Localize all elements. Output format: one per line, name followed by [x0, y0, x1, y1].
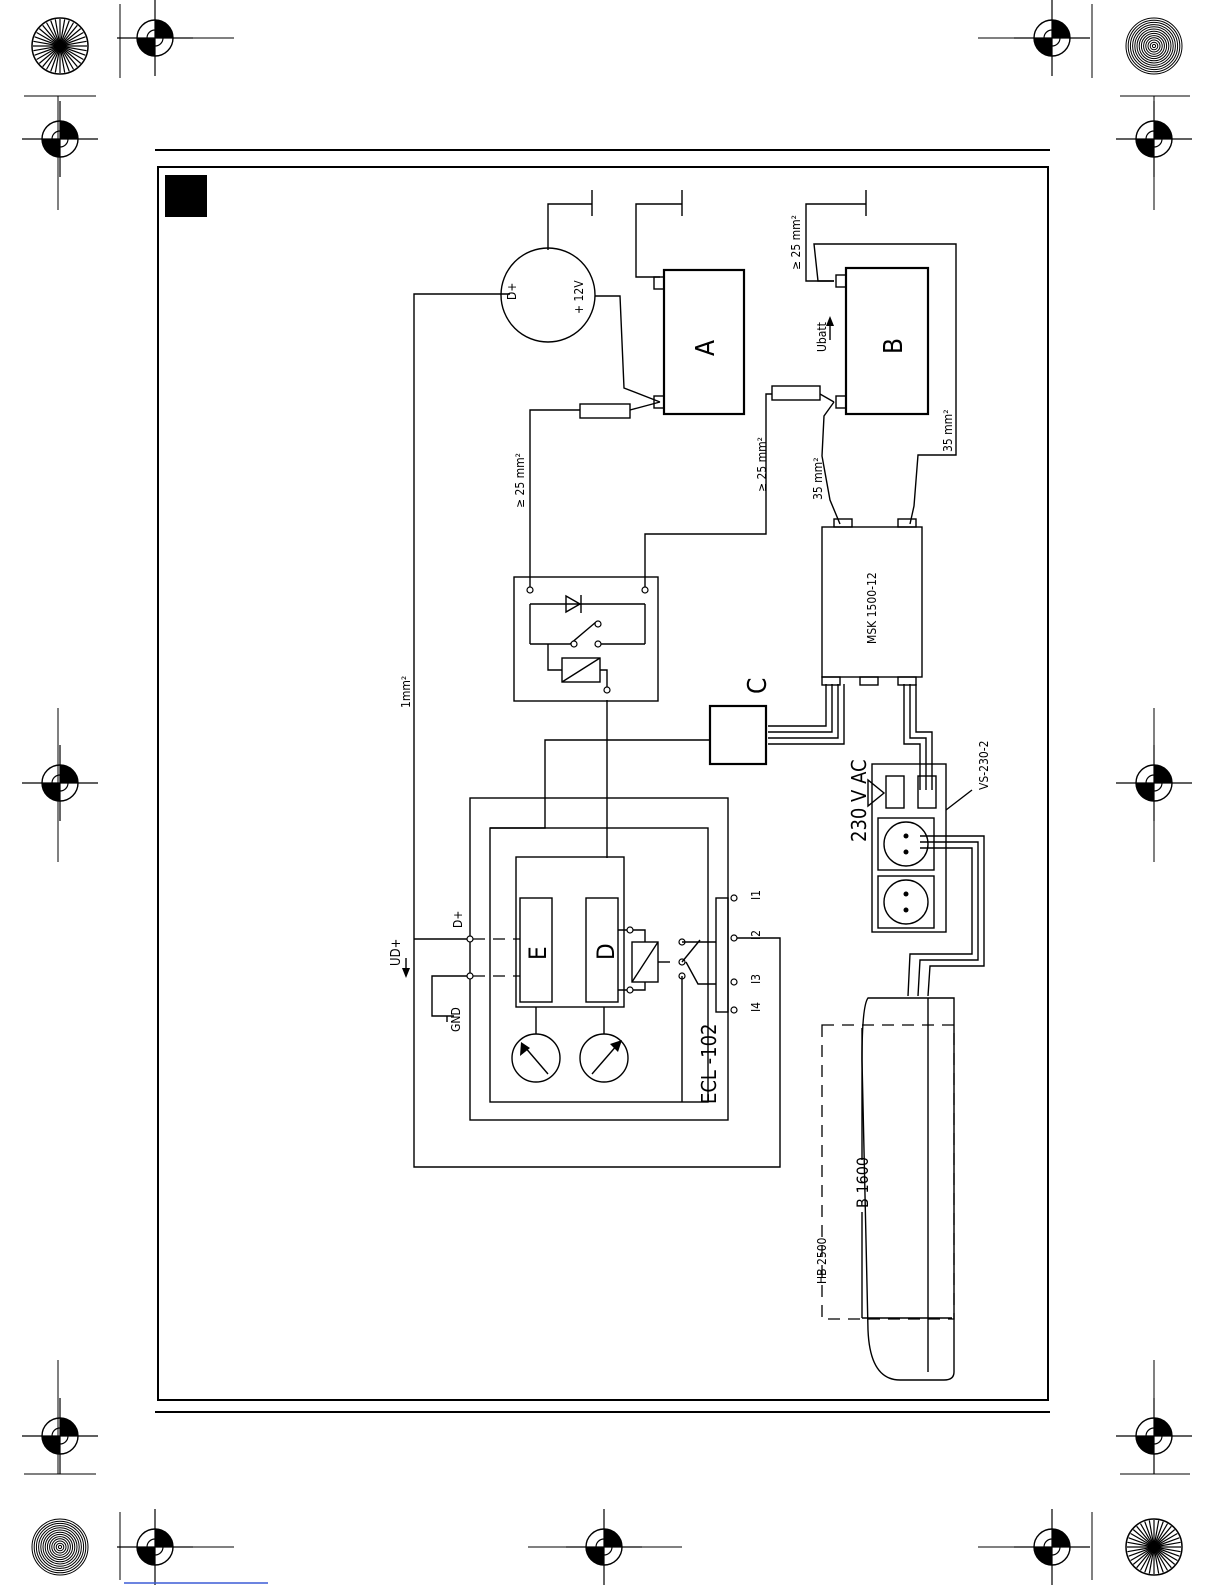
- module-d-label: D: [592, 943, 620, 960]
- terminal-i1-label: I1: [749, 890, 763, 900]
- wire-gauge-35-label: 35 mm²: [811, 457, 825, 500]
- alternator-12v-label: + 12V: [572, 280, 586, 314]
- terminal-i3-label: I3: [749, 974, 763, 984]
- starburst-mark-bottom-right: [1126, 1519, 1182, 1575]
- alternator: D+ + 12V: [501, 248, 595, 342]
- alternator-d-plus-label: D+: [505, 283, 519, 300]
- ud-plus-label: UD+: [389, 939, 404, 966]
- cooler-model-label: HB 2500: [815, 1237, 829, 1284]
- starburst-mark-top-left: [32, 18, 88, 74]
- controller-d-plus-label: D+: [451, 911, 465, 928]
- concentric-mark-top-right: [1126, 18, 1182, 74]
- gnd-label: GND: [449, 1007, 463, 1032]
- controller-ecl102: E D D+ UD+ GND: [389, 798, 763, 1120]
- battery-b-label: B: [879, 338, 909, 354]
- wire-gauge-35-label: 35 mm²: [941, 409, 955, 452]
- ubatt-label: Ubatt: [815, 322, 829, 352]
- charger-msk: MSK 1500-12: [822, 519, 922, 685]
- socket-model-label: VS-230-2: [977, 741, 991, 791]
- battery-a: A: [654, 270, 744, 414]
- unit-c: C: [710, 678, 773, 764]
- figure-frame: [158, 167, 1048, 1400]
- battery-b: B Ubatt: [815, 268, 928, 414]
- figure-number-block: [165, 175, 207, 217]
- unit-c-label: C: [743, 678, 773, 694]
- registration-mark: [22, 1398, 98, 1474]
- wire-gauge-25-label: ≥ 25 mm²: [513, 453, 527, 508]
- fuse-b: [772, 386, 820, 400]
- controller-model-label: ECL -102: [697, 1024, 721, 1105]
- battery-a-label: A: [691, 340, 721, 356]
- relay-block: [514, 577, 658, 701]
- charger-model-label: MSK 1500-12: [865, 572, 879, 644]
- cooler-hb2500: HB 2500: [815, 1025, 954, 1319]
- registration-mark: [22, 745, 98, 821]
- module-e-label: E: [524, 946, 552, 960]
- mains-voltage-label: 230 V AC: [847, 759, 871, 842]
- terminal-i2-label: I2: [749, 930, 763, 940]
- terminal-i4-label: I4: [749, 1002, 763, 1012]
- wire-gauge-25-label: ≥ 25 mm²: [755, 437, 769, 492]
- registration-mark: [22, 101, 98, 177]
- wire-gauge-25-label: ≥ 25 mm²: [789, 215, 803, 270]
- fridge-model-label: B 1600: [853, 1157, 872, 1208]
- wire-gauge-1mm-label: 1mm²: [399, 676, 413, 708]
- gauge-icon: [512, 1034, 560, 1082]
- concentric-mark-bottom-left: [32, 1519, 88, 1575]
- fuse-a: [580, 404, 630, 418]
- fridge-b1600: B 1600: [853, 998, 954, 1380]
